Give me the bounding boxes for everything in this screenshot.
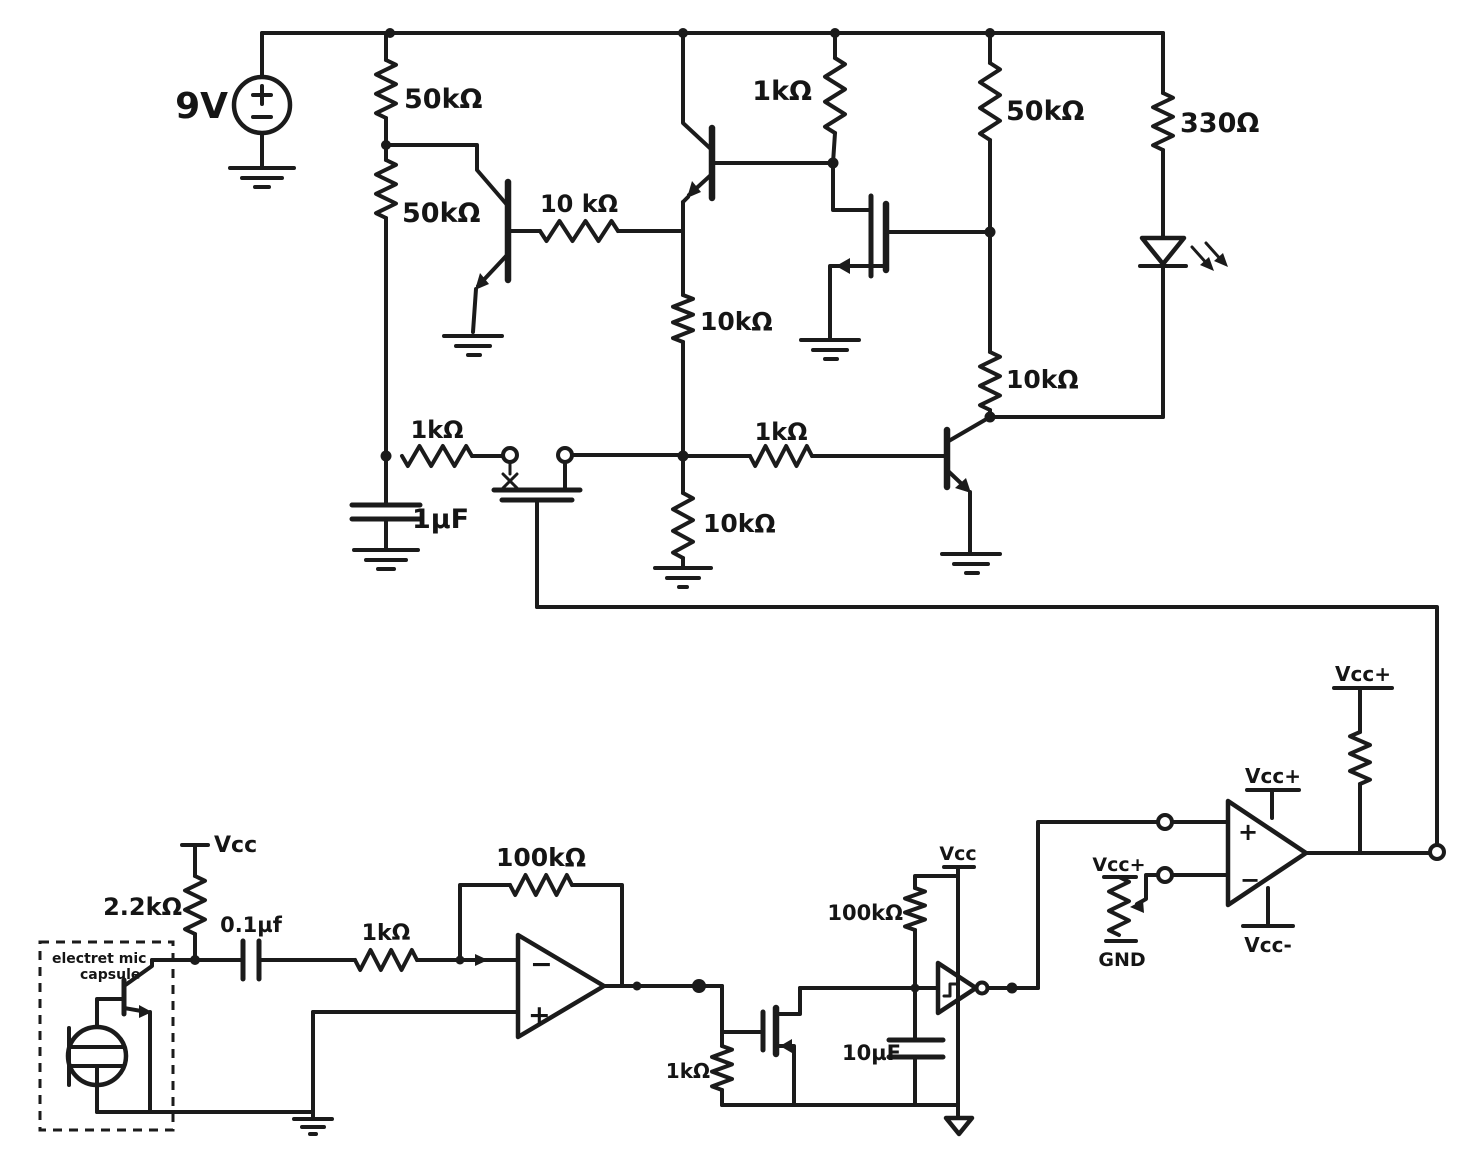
- resistor-divider-lower-50k: 50kΩ: [374, 143, 481, 458]
- envelope-network: 100kΩ 10µF: [798, 874, 960, 1107]
- vcc-label: Vcc: [939, 843, 976, 865]
- resistor-label: 10kΩ: [1006, 365, 1079, 394]
- electret-mic-capsule: electret mic capsule: [38, 940, 175, 1132]
- capacitor-1uf: 1µF: [349, 454, 469, 571]
- resistor-10k-right-lower: 10kΩ: [978, 350, 1165, 423]
- comparator-plus-sign: +: [1238, 818, 1258, 846]
- resistor-q1-base-10k: 10 kΩ: [506, 190, 685, 243]
- resistor-330-led: 330Ω: [1151, 31, 1259, 240]
- transistor-q1: [384, 143, 512, 357]
- top-power-rail: [260, 28, 1165, 38]
- resistor-1k-q3-base: 1kΩ: [681, 418, 949, 468]
- resistor-label: 2.2kΩ: [103, 893, 182, 921]
- pullup-vcc-label: Vcc+: [1335, 662, 1391, 686]
- resistor-opamp-input: 1kΩ: [353, 921, 520, 972]
- resistor-label: 50kΩ: [1006, 96, 1085, 127]
- resistor-divider-upper-50k: 50kΩ: [374, 31, 483, 150]
- mic-label-line1: electret mic: [52, 951, 146, 967]
- pot-vcc-label: Vcc+: [1092, 854, 1145, 876]
- led: [1138, 235, 1228, 419]
- resistor-feedback-100k: 100kΩ: [458, 843, 624, 988]
- resistor-1k-top: 1kΩ: [752, 31, 847, 169]
- vcc-label: Vcc: [214, 833, 257, 858]
- opamp: − +: [95, 932, 724, 1136]
- sense-fet-device: [491, 446, 583, 609]
- capacitor-label: 0.1µf: [220, 913, 283, 937]
- resistor-label: 10 kΩ: [540, 190, 618, 218]
- comparator-vcc-minus-label: Vcc-: [1244, 933, 1292, 957]
- transistor-q3: [940, 415, 1002, 575]
- resistor-label: 330Ω: [1180, 108, 1259, 139]
- battery-label: 9V: [175, 86, 228, 127]
- capacitor-label: 10µF: [842, 1041, 901, 1065]
- pot-gnd-label: GND: [1098, 949, 1145, 971]
- resistor-label: 1kΩ: [752, 76, 812, 107]
- resistor-label: 50kΩ: [402, 198, 481, 229]
- output-pullup: Vcc+: [1304, 662, 1446, 861]
- comparator-vcc-plus-label: Vcc+: [1245, 764, 1301, 788]
- opamp-minus-sign: −: [530, 949, 553, 980]
- comparator-minus-sign: −: [1240, 866, 1260, 894]
- mosfet-m1: [799, 161, 992, 361]
- long-feedback-wire: [535, 605, 1439, 847]
- battery-9v: 9V: [175, 31, 296, 189]
- resistor-label: 10kΩ: [700, 307, 773, 336]
- inverter-power: Vcc: [939, 843, 977, 1137]
- mid-node-wiring: 10kΩ: [570, 453, 776, 589]
- resistor-gate-pulldown: 1kΩ: [666, 984, 960, 1107]
- schmitt-inverter: [935, 820, 1160, 1016]
- mosfet-m2: [720, 986, 802, 1107]
- resistor-label: 1kΩ: [410, 416, 463, 444]
- resistor-50k-right: 50kΩ: [978, 31, 1085, 354]
- comparator-plus-input: [1156, 813, 1230, 831]
- opamp-plus-sign: +: [528, 1000, 551, 1031]
- mic-vcc-bias: Vcc 2.2kΩ: [103, 833, 257, 965]
- threshold-pot: Vcc+ GND: [1092, 854, 1230, 971]
- comparator: + − Vcc+ Vcc-: [1225, 764, 1309, 957]
- transistor-q2: [681, 31, 835, 204]
- resistor-label: 1kΩ: [362, 921, 411, 946]
- resistor-label: 50kΩ: [404, 84, 483, 115]
- capacitor-label: 1µF: [412, 504, 469, 535]
- resistor-label: 1kΩ: [666, 1059, 710, 1083]
- resistor-label: 100kΩ: [496, 843, 586, 872]
- resistor-label: 100kΩ: [827, 901, 903, 925]
- resistor-label: 1kΩ: [754, 418, 807, 446]
- resistor-1k-gate-left: 1kΩ: [380, 416, 505, 468]
- resistor-label: 10kΩ: [703, 509, 776, 538]
- coupling-cap-01uf: 0.1µf: [150, 913, 357, 982]
